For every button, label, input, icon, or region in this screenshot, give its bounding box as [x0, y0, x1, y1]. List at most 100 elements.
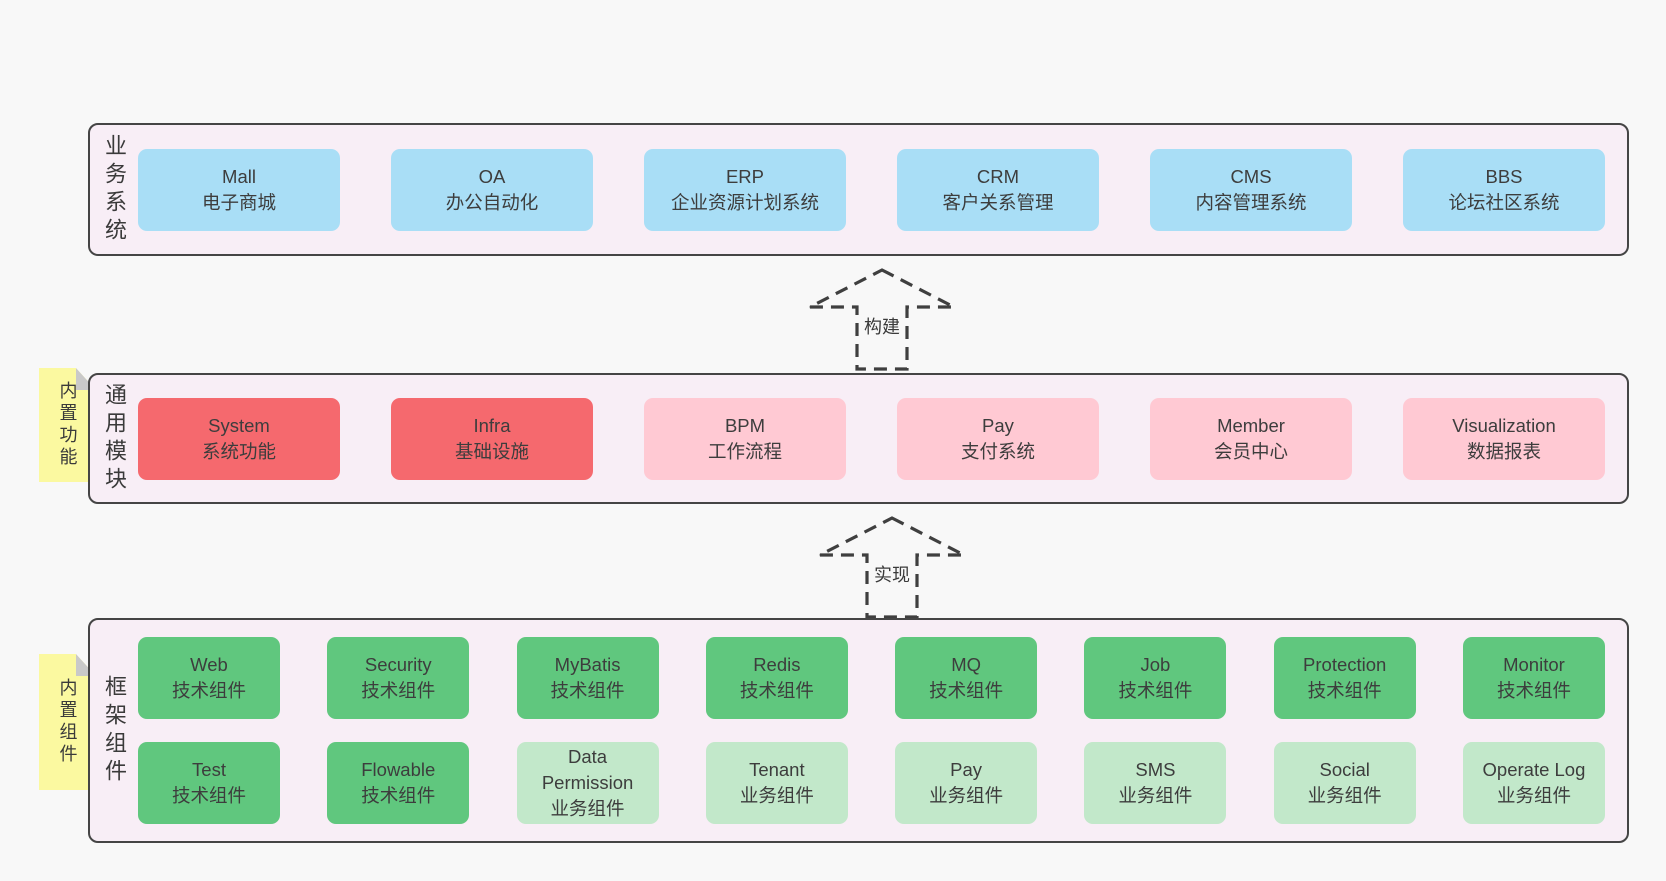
- sticky-note-builtin-components-text: 内置组件: [57, 678, 78, 766]
- band-modules-rows: System 系统功能 Infra 基础设施 BPM 工作流程 Pay 支付系统…: [138, 375, 1627, 502]
- box-web: Web 技术组件: [138, 637, 280, 719]
- band-modules-label-col: 通用模块: [90, 375, 138, 502]
- box-flowable: Flowable 技术组件: [327, 742, 470, 824]
- box-pay-module: Pay 支付系统: [897, 397, 1099, 480]
- box-visualization-name: Visualization: [1452, 414, 1556, 436]
- box-operate-log: Operate Log 业务组件: [1462, 742, 1605, 824]
- box-job-desc: 技术组件: [1118, 680, 1193, 701]
- box-monitor-name: Monitor: [1503, 654, 1565, 675]
- box-pay-component: Pay 业务组件: [895, 742, 1038, 824]
- box-erp-desc: 企业资源计划系统: [670, 191, 819, 213]
- box-pay-module-desc: 支付系统: [960, 440, 1035, 462]
- box-crm-name: CRM: [976, 165, 1020, 187]
- box-system-desc: 系统功能: [201, 440, 276, 462]
- box-job: Job 技术组件: [1084, 637, 1227, 719]
- box-tenant-name: Tenant: [749, 759, 805, 780]
- box-visualization-desc: 数据报表: [1466, 440, 1541, 462]
- box-tenant-desc: 业务组件: [739, 785, 814, 806]
- box-redis-name: Redis: [753, 654, 801, 675]
- box-pay-component-desc: 业务组件: [929, 785, 1004, 806]
- box-monitor-desc: 技术组件: [1496, 680, 1571, 701]
- band-business-label: 业务系统: [102, 133, 127, 246]
- band-business-rows: Mall 电子商城 OA 办公自动化 ERP 企业资源计划系统 CRM 客户关系…: [138, 125, 1627, 254]
- box-protection-name: Protection: [1303, 654, 1387, 675]
- box-mq-name: MQ: [951, 654, 982, 675]
- box-infra-desc: 基础设施: [454, 440, 529, 462]
- band-components-label: 框架组件: [102, 674, 127, 787]
- box-mall: Mall 电子商城: [138, 148, 340, 231]
- box-redis-desc: 技术组件: [739, 680, 814, 701]
- box-sms-desc: 业务组件: [1118, 785, 1193, 806]
- band-business-row: Mall 电子商城 OA 办公自动化 ERP 企业资源计划系统 CRM 客户关系…: [138, 148, 1605, 231]
- box-infra: Infra 基础设施: [391, 397, 593, 480]
- box-bpm-desc: 工作流程: [707, 440, 782, 462]
- box-mall-desc: 电子商城: [201, 191, 276, 213]
- box-job-name: Job: [1140, 654, 1171, 675]
- box-crm-desc: 客户关系管理: [942, 191, 1054, 213]
- box-system: System 系统功能: [138, 397, 340, 480]
- box-data-permission-desc: 业务组件: [550, 798, 625, 819]
- box-erp: ERP 企业资源计划系统: [644, 148, 846, 231]
- band-components-row-1: Web 技术组件 Security 技术组件 MyBatis 技术组件 Redi…: [138, 637, 1605, 719]
- band-common-modules: 通用模块 System 系统功能 Infra 基础设施 BPM 工作流程 Pay…: [88, 373, 1629, 504]
- box-mybatis: MyBatis 技术组件: [516, 637, 659, 719]
- box-member-name: Member: [1217, 414, 1285, 436]
- box-monitor: Monitor 技术组件: [1462, 637, 1605, 719]
- box-erp-name: ERP: [725, 165, 765, 187]
- arrow-build-label: 构建: [861, 313, 903, 339]
- box-bbs: BBS 论坛社区系统: [1403, 148, 1605, 231]
- sticky-note-builtin-features-text: 内置功能: [57, 381, 78, 469]
- box-tenant: Tenant 业务组件: [705, 742, 848, 824]
- box-security-desc: 技术组件: [361, 680, 436, 701]
- box-social-desc: 业务组件: [1307, 785, 1382, 806]
- box-cms-name: CMS: [1230, 165, 1272, 187]
- box-bbs-desc: 论坛社区系统: [1448, 191, 1560, 213]
- box-test: Test 技术组件: [138, 742, 280, 824]
- box-web-desc: 技术组件: [171, 680, 246, 701]
- box-redis: Redis 技术组件: [705, 637, 848, 719]
- arrow-implement-label: 实现: [871, 561, 913, 587]
- box-oa: OA 办公自动化: [391, 148, 593, 231]
- box-member-desc: 会员中心: [1213, 440, 1288, 462]
- box-test-name: Test: [192, 759, 226, 780]
- box-social: Social 业务组件: [1273, 742, 1416, 824]
- box-crm: CRM 客户关系管理: [897, 148, 1099, 231]
- box-flowable-desc: 技术组件: [361, 785, 436, 806]
- box-infra-name: Infra: [473, 414, 511, 436]
- band-components-row-2: Test 技术组件 Flowable 技术组件 Data Permission …: [138, 742, 1605, 824]
- band-modules-row: System 系统功能 Infra 基础设施 BPM 工作流程 Pay 支付系统…: [138, 397, 1605, 480]
- box-oa-name: OA: [478, 165, 506, 187]
- box-mybatis-desc: 技术组件: [550, 680, 625, 701]
- box-mq-desc: 技术组件: [929, 680, 1004, 701]
- band-components-rows: Web 技术组件 Security 技术组件 MyBatis 技术组件 Redi…: [138, 620, 1627, 841]
- box-security: Security 技术组件: [327, 637, 470, 719]
- box-mall-name: Mall: [222, 165, 256, 187]
- box-operate-log-name: Operate Log: [1482, 759, 1586, 780]
- sticky-note-builtin-features: 内置功能: [39, 368, 96, 482]
- box-bpm-name: BPM: [724, 414, 766, 436]
- box-protection: Protection 技术组件: [1273, 637, 1416, 719]
- box-member: Member 会员中心: [1150, 397, 1352, 480]
- arrow-implement: 实现: [817, 515, 967, 619]
- dashed-up-arrow-icon: [809, 268, 955, 371]
- band-business-label-col: 业务系统: [90, 125, 138, 254]
- box-bbs-name: BBS: [1485, 165, 1523, 187]
- box-oa-desc: 办公自动化: [445, 191, 539, 213]
- box-protection-desc: 技术组件: [1307, 680, 1382, 701]
- band-modules-label: 通用模块: [102, 382, 127, 495]
- box-bpm: BPM 工作流程: [644, 397, 846, 480]
- dashed-up-arrow-icon: [819, 516, 965, 619]
- box-data-permission: Data Permission 业务组件: [516, 742, 659, 824]
- box-system-name: System: [208, 414, 270, 436]
- box-mybatis-name: MyBatis: [554, 654, 621, 675]
- band-components-label-col: 框架组件: [90, 620, 138, 841]
- box-operate-log-desc: 业务组件: [1496, 785, 1571, 806]
- box-mq: MQ 技术组件: [895, 637, 1038, 719]
- arrow-build: 构建: [807, 267, 957, 371]
- box-flowable-name: Flowable: [361, 759, 436, 780]
- band-business-systems: 业务系统 Mall 电子商城 OA 办公自动化 ERP 企业资源计划系统 CRM…: [88, 123, 1629, 256]
- box-security-name: Security: [364, 654, 432, 675]
- box-pay-module-name: Pay: [982, 414, 1014, 436]
- box-data-permission-name: Data Permission: [541, 746, 634, 793]
- box-sms-name: SMS: [1135, 759, 1176, 780]
